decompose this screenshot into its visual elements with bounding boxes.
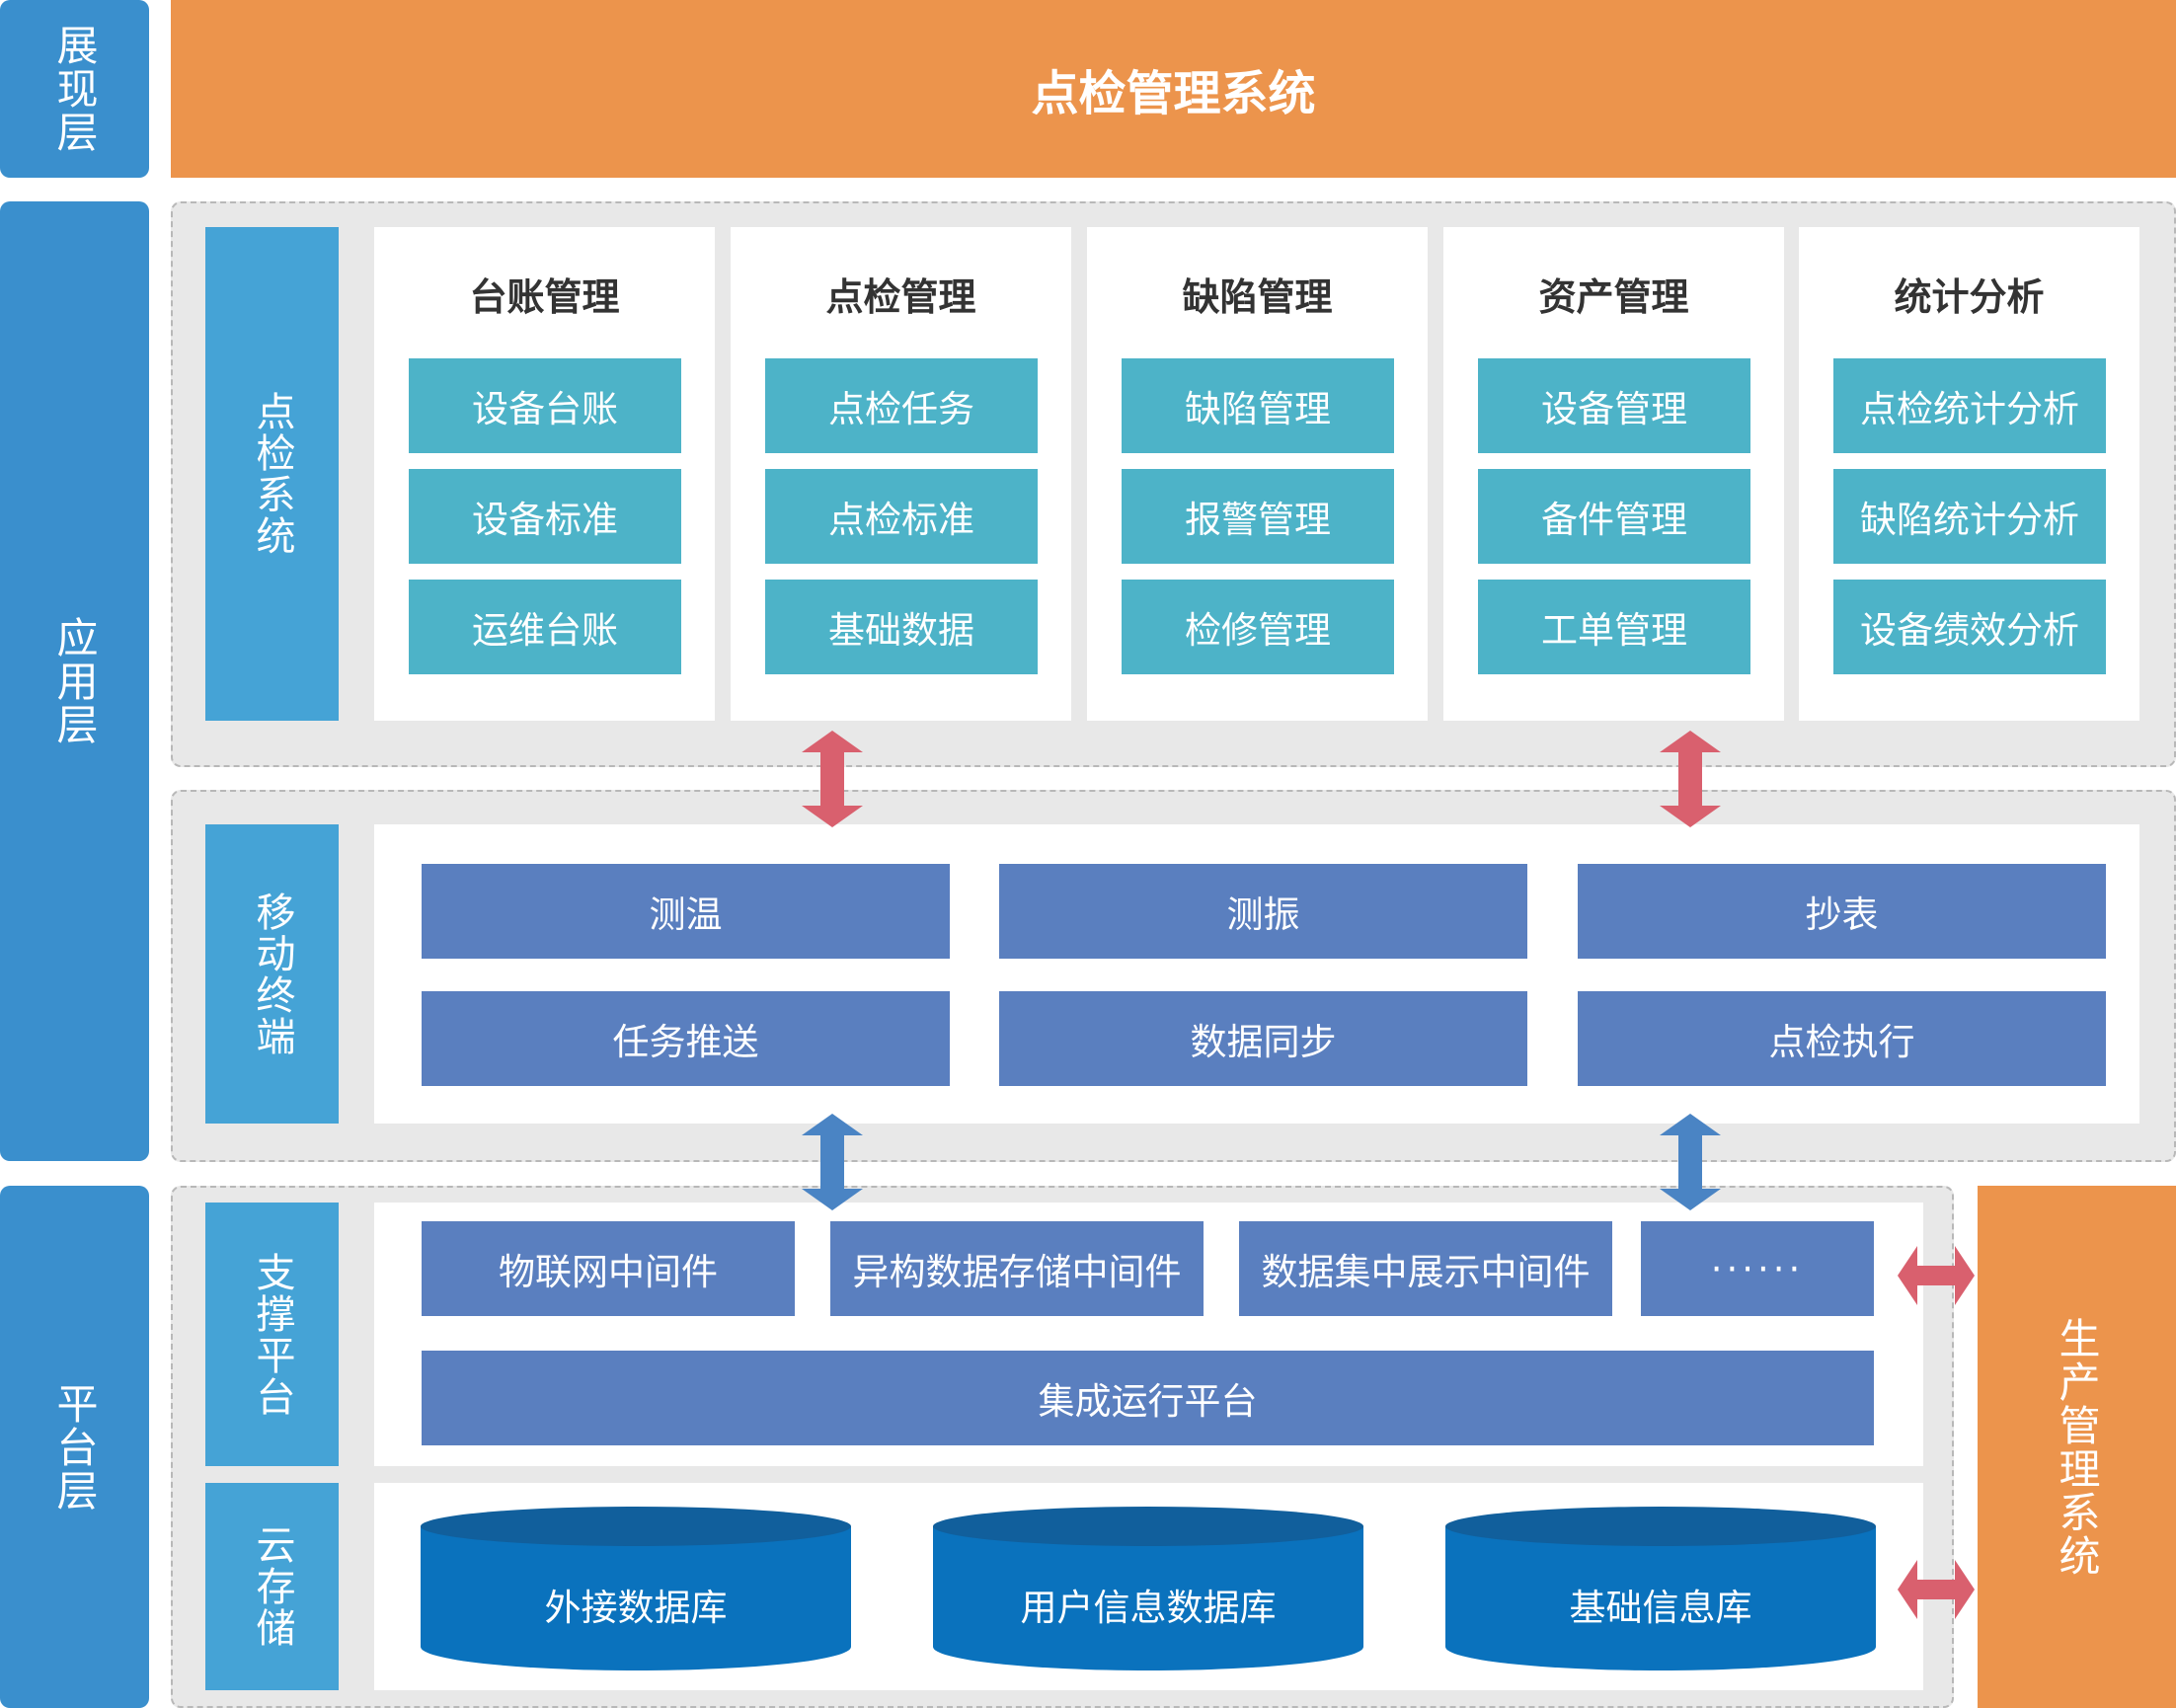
database-icon[interactable]: 用户信息数据库 — [933, 1507, 1363, 1670]
mobile-item[interactable]: 测温 — [422, 864, 950, 959]
module-column: 缺陷管理 缺陷管理 报警管理 检修管理 — [1087, 227, 1428, 721]
module-item[interactable]: 备件管理 — [1478, 469, 1750, 564]
inspection-system-label: 点检系统 — [205, 227, 339, 721]
layer-application: 应用层 — [0, 201, 149, 1161]
module-item[interactable]: 设备管理 — [1478, 358, 1750, 453]
mobile-terminal-area: 测温 测振 抄表 任务推送 数据同步 点检执行 — [374, 824, 2139, 1124]
mobile-item[interactable]: 抄表 — [1578, 864, 2106, 959]
module-item[interactable]: 点检标准 — [765, 469, 1038, 564]
middleware-item-more[interactable]: ······ — [1641, 1221, 1874, 1316]
module-item[interactable]: 基础数据 — [765, 580, 1038, 674]
database-label: 基础信息库 — [1569, 1587, 1752, 1629]
module-title: 点检管理 — [825, 275, 976, 319]
module-column: 台账管理 设备台账 设备标准 运维台账 — [374, 227, 715, 721]
system-title-banner: 点检管理系统 — [171, 0, 2176, 178]
middleware-item[interactable]: 数据集中展示中间件 — [1239, 1221, 1612, 1316]
module-item[interactable]: 报警管理 — [1122, 469, 1394, 564]
double-arrow-icon — [1660, 1114, 1721, 1210]
cloud-storage-label: 云存储 — [205, 1483, 339, 1690]
double-arrow-icon — [802, 1114, 863, 1210]
database-label: 外接数据库 — [544, 1587, 728, 1629]
module-column: 统计分析 点检统计分析 缺陷统计分析 设备绩效分析 — [1799, 227, 2139, 721]
module-column: 资产管理 设备管理 备件管理 工单管理 — [1443, 227, 1784, 721]
module-item[interactable]: 运维台账 — [409, 580, 681, 674]
module-item[interactable]: 点检统计分析 — [1833, 358, 2106, 453]
layer-presentation: 展现层 — [0, 0, 149, 178]
mobile-item[interactable]: 数据同步 — [999, 991, 1527, 1086]
middleware-item[interactable]: 异构数据存储中间件 — [830, 1221, 1204, 1316]
database-icon[interactable]: 外接数据库 — [421, 1507, 851, 1670]
support-platform-label: 支撑平台 — [205, 1203, 339, 1466]
module-item[interactable]: 缺陷管理 — [1122, 358, 1394, 453]
module-item[interactable]: 设备台账 — [409, 358, 681, 453]
double-arrow-icon — [802, 731, 863, 827]
module-item[interactable]: 设备标准 — [409, 469, 681, 564]
module-item[interactable]: 工单管理 — [1478, 580, 1750, 674]
mobile-item[interactable]: 点检执行 — [1578, 991, 2106, 1086]
support-platform-area: 物联网中间件 异构数据存储中间件 数据集中展示中间件 ······ 集成运行平台 — [374, 1203, 1923, 1466]
layer-platform: 平台层 — [0, 1186, 149, 1708]
database-icon[interactable]: 基础信息库 — [1445, 1507, 1876, 1670]
double-arrow-icon — [1660, 731, 1721, 827]
database-label: 用户信息数据库 — [1020, 1587, 1277, 1629]
module-column: 点检管理 点检任务 点检标准 基础数据 — [731, 227, 1071, 721]
cylinder-shape — [933, 1507, 1363, 1670]
mobile-item[interactable]: 测振 — [999, 864, 1527, 959]
production-system-box: 生产管理系统 — [1978, 1186, 2176, 1708]
mobile-item[interactable]: 任务推送 — [422, 991, 950, 1086]
production-system-label: 生产管理系统 — [2053, 1316, 2101, 1578]
system-title: 点检管理系统 — [1031, 66, 1316, 121]
double-arrow-icon — [1898, 1246, 1975, 1305]
module-item[interactable]: 检修管理 — [1122, 580, 1394, 674]
module-title: 资产管理 — [1538, 275, 1689, 319]
module-item[interactable]: 点检任务 — [765, 358, 1038, 453]
mobile-terminal-label: 移动终端 — [205, 824, 339, 1124]
integration-platform[interactable]: 集成运行平台 — [422, 1351, 1874, 1445]
module-title: 统计分析 — [1894, 275, 2045, 319]
module-title: 缺陷管理 — [1182, 275, 1333, 319]
module-item[interactable]: 设备绩效分析 — [1833, 580, 2106, 674]
cylinder-shape — [421, 1507, 851, 1670]
cylinder-shape — [1445, 1507, 1876, 1670]
module-title: 台账管理 — [469, 275, 620, 319]
module-item[interactable]: 缺陷统计分析 — [1833, 469, 2106, 564]
middleware-item[interactable]: 物联网中间件 — [422, 1221, 795, 1316]
double-arrow-icon — [1898, 1560, 1975, 1619]
